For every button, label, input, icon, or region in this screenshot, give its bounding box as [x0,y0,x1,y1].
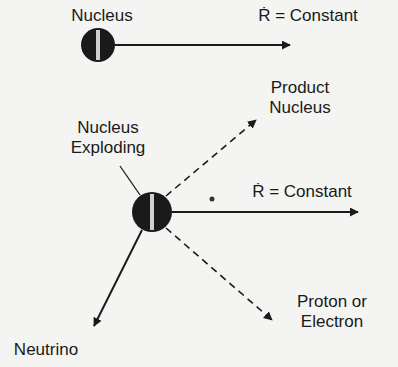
nucleus-mark [150,194,154,230]
particle-label: Proton or Electron [280,292,384,332]
dot [210,197,215,202]
velocity-arrow [115,44,290,46]
product-label: Product Nucleus [258,78,342,118]
nucleus-circle [81,28,115,62]
velocity-arrow [172,211,358,213]
nucleus-mark [96,30,100,60]
leader-line [120,166,140,195]
velocity-label: Ṙ = Constant [222,182,382,202]
exploding-nucleus-circle [132,192,172,232]
exploding-label: Nucleus Exploding [60,118,156,158]
neutrino-label: Neutrino [4,340,88,360]
product-path [166,120,256,196]
neutrino-arrow [94,230,142,326]
nucleus-label: Nucleus [52,6,152,26]
particle-path [166,228,272,320]
velocity-label: Ṙ = Constant [228,6,388,26]
